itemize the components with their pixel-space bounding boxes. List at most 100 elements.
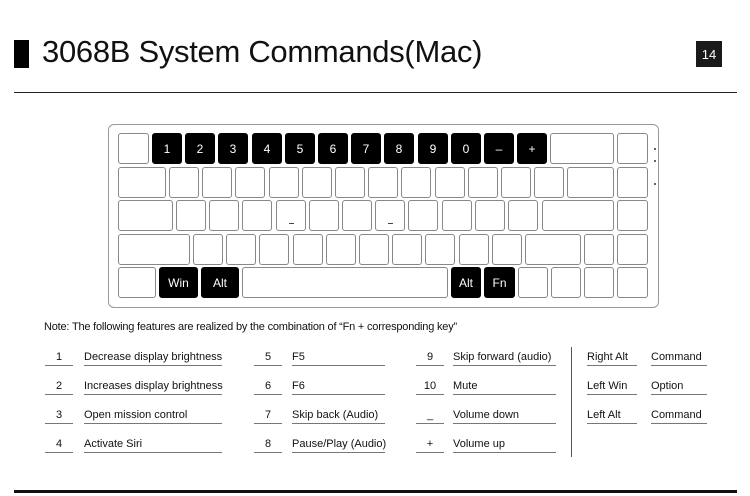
- key-number-1: 2: [185, 133, 215, 164]
- function-description: F6: [292, 379, 385, 395]
- key: [617, 133, 648, 164]
- function-description: Increases display brightness: [84, 379, 223, 395]
- key: [118, 167, 166, 198]
- key: [235, 167, 265, 198]
- key-number-10: –: [484, 133, 514, 164]
- key: [118, 267, 156, 298]
- page-number: 14: [696, 41, 722, 67]
- function-key: 2: [45, 379, 73, 395]
- key: [202, 167, 232, 198]
- key: [269, 167, 299, 198]
- keyboard-diagram: [108, 124, 659, 308]
- key: [392, 234, 422, 265]
- mapping-windows-key: Right Alt: [587, 350, 637, 366]
- key: [193, 234, 223, 265]
- key-number-8: 9: [418, 133, 448, 164]
- page-title: 3068B System Commands(Mac): [42, 34, 483, 69]
- key-space: [242, 267, 448, 298]
- function-description: Mute: [453, 379, 556, 395]
- title-marker: [14, 40, 29, 68]
- key-number-4: 5: [285, 133, 315, 164]
- function-key: 9: [416, 350, 444, 366]
- key: [259, 234, 289, 265]
- key: [342, 200, 372, 231]
- key: [550, 133, 614, 164]
- mapping-windows-key: Left Win: [587, 379, 637, 395]
- key: [617, 234, 648, 265]
- key-number-3: 4: [252, 133, 282, 164]
- key: [118, 200, 173, 231]
- key: [435, 167, 465, 198]
- function-key: 4: [45, 437, 73, 453]
- key: [209, 200, 239, 231]
- key: [169, 167, 199, 198]
- key-right-alt: Alt: [451, 267, 481, 298]
- key: [375, 200, 405, 231]
- function-key: 7: [254, 408, 282, 424]
- header-divider: [14, 92, 737, 93]
- key: [442, 200, 472, 231]
- key: [293, 234, 323, 265]
- key: [525, 234, 581, 265]
- key: [492, 234, 522, 265]
- key: [335, 167, 365, 198]
- key: [309, 200, 339, 231]
- key: [368, 167, 398, 198]
- key: [584, 267, 614, 298]
- indicator-led-icon: [654, 148, 656, 150]
- key-number-9: 0: [451, 133, 481, 164]
- key-number-2: 3: [218, 133, 248, 164]
- function-description: Open mission control: [84, 408, 222, 424]
- key-left-alt: Alt: [201, 267, 239, 298]
- key: [459, 234, 489, 265]
- function-key: 8: [254, 437, 282, 453]
- key: [508, 200, 538, 231]
- key: [425, 234, 455, 265]
- key: [468, 167, 498, 198]
- mapping-mac-key: Command: [651, 350, 707, 366]
- function-description: Pause/Play (Audio): [292, 437, 386, 453]
- key: [617, 167, 648, 198]
- key: [326, 234, 356, 265]
- note-text: Note: The following features are realize…: [44, 321, 457, 333]
- key: [475, 200, 505, 231]
- key: [408, 200, 438, 231]
- function-key: 10: [416, 379, 444, 395]
- key-number-5: 6: [318, 133, 348, 164]
- function-description: Decrease display brightness: [84, 350, 222, 366]
- function-description: Volume down: [453, 408, 556, 424]
- key: [518, 267, 548, 298]
- mapping-windows-key: Left Alt: [587, 408, 637, 424]
- key: [584, 234, 614, 265]
- mapping-mac-key: Option: [651, 379, 707, 395]
- function-description: Skip forward (audio): [453, 350, 556, 366]
- key-number-6: 7: [351, 133, 381, 164]
- function-key: 5: [254, 350, 282, 366]
- function-key: 3: [45, 408, 73, 424]
- key: [359, 234, 389, 265]
- function-key: _: [416, 408, 444, 424]
- key: [302, 167, 332, 198]
- key: [176, 200, 206, 231]
- key: [567, 167, 614, 198]
- key-number-11: +: [517, 133, 547, 164]
- homing-bump-icon: [388, 222, 393, 224]
- key: [118, 234, 190, 265]
- indicator-led-icon: [654, 183, 656, 185]
- key-number-0: 1: [152, 133, 182, 164]
- key: [542, 200, 614, 231]
- key: [276, 200, 306, 231]
- function-key: 6: [254, 379, 282, 395]
- key: [617, 267, 648, 298]
- key: [551, 267, 581, 298]
- function-description: Activate Siri: [84, 437, 222, 453]
- key: [617, 200, 648, 231]
- function-description: F5: [292, 350, 385, 366]
- key: [501, 167, 531, 198]
- key: [401, 167, 431, 198]
- indicator-led-icon: [654, 160, 656, 162]
- function-key: 1: [45, 350, 73, 366]
- key-number-7: 8: [384, 133, 414, 164]
- key: [118, 133, 149, 164]
- function-description: Volume up: [453, 437, 556, 453]
